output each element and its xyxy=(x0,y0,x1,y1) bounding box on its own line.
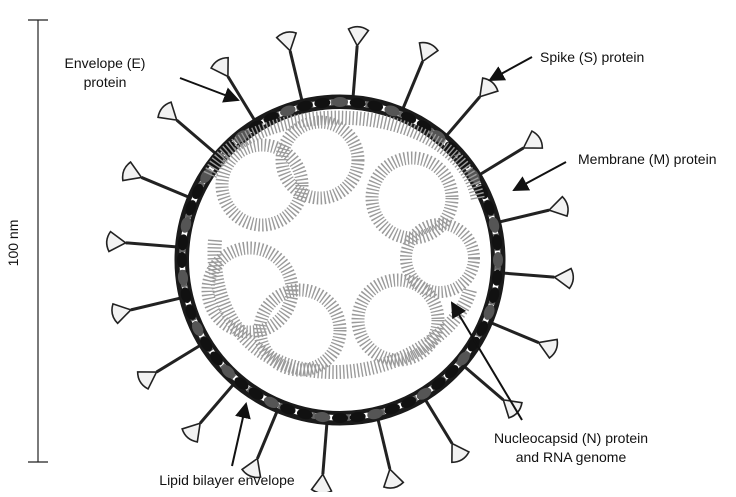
spike-protein xyxy=(377,414,404,490)
spike-protein xyxy=(276,30,303,106)
membrane-protein-label: Membrane (M) protein xyxy=(578,151,717,167)
lipid-bilayer-label: Lipid bilayer envelope xyxy=(159,472,295,488)
envelope-protein-label-1: Envelope (E) xyxy=(65,55,146,71)
spike-protein xyxy=(209,55,257,125)
spike-protein xyxy=(443,76,500,140)
spike-protein xyxy=(422,395,470,465)
spike-protein xyxy=(241,406,279,480)
spike-protein xyxy=(401,40,439,114)
spike-protein xyxy=(156,100,220,157)
spike-protein xyxy=(486,321,560,359)
spike-protein xyxy=(311,417,332,492)
spike-protein-label: Spike (S) protein xyxy=(540,49,644,65)
spike-protein xyxy=(106,231,183,252)
spike-protein xyxy=(475,129,545,177)
spike-protein xyxy=(494,196,570,223)
envelope-protein-label-2: protein xyxy=(84,74,127,90)
membrane-protein-arrow xyxy=(514,162,566,190)
scale-bar: 100 nm xyxy=(5,20,48,462)
spike-protein xyxy=(347,26,368,103)
spike-protein xyxy=(120,161,194,199)
membrane-protein xyxy=(493,252,503,268)
membrane-protein xyxy=(177,252,187,268)
spike-protein xyxy=(135,342,205,390)
membrane-protein xyxy=(332,97,348,107)
spike-protein xyxy=(180,380,237,444)
spike-protein xyxy=(497,267,574,288)
lipid-bilayer-arrow xyxy=(232,404,246,466)
scale-bar-label: 100 nm xyxy=(5,220,21,267)
membrane-protein xyxy=(332,413,348,423)
nucleocapsid-label-2: and RNA genome xyxy=(516,449,627,465)
nucleocapsid-label-1: Nucleocapsid (N) protein xyxy=(494,430,648,446)
spike-protein-arrow xyxy=(490,57,532,80)
spike-protein xyxy=(110,297,186,324)
